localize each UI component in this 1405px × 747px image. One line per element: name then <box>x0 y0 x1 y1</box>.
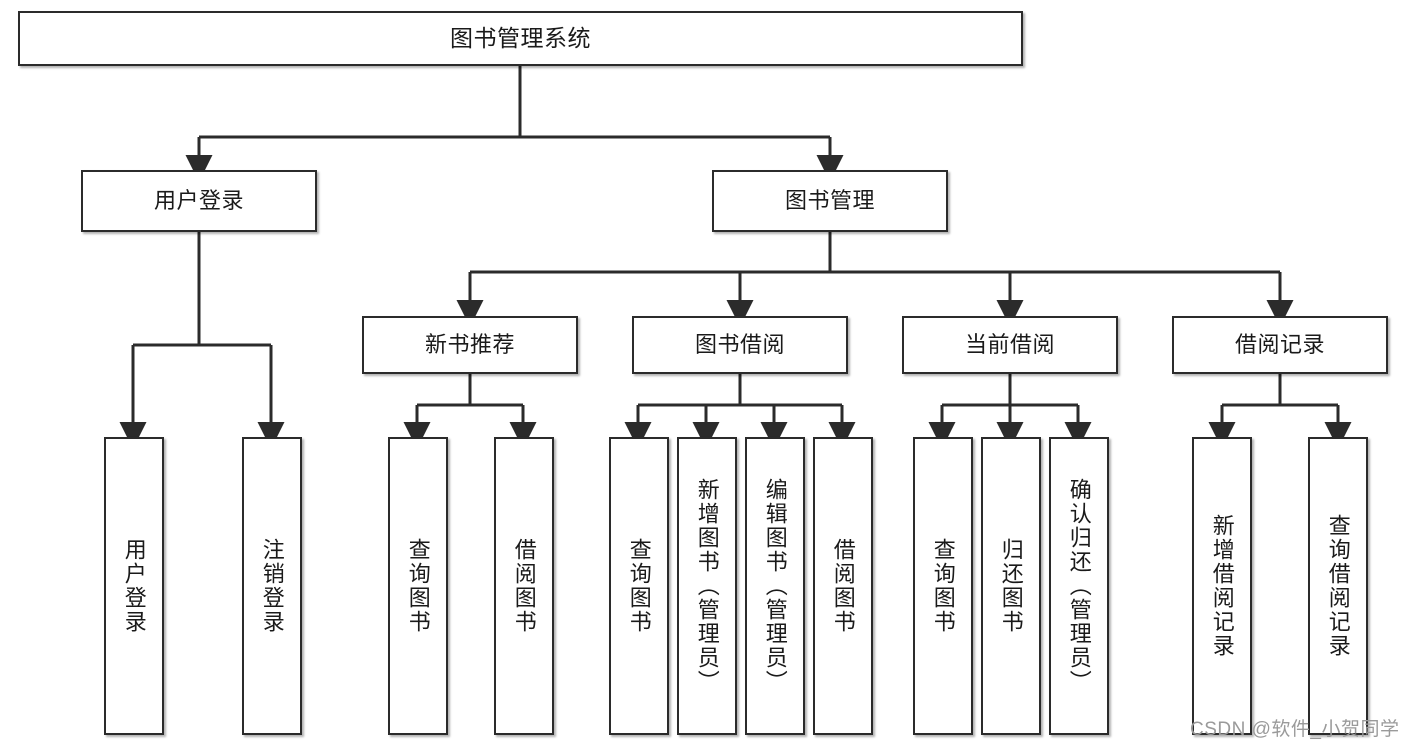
csdn-watermark: CSDN @软件_小贺同学 <box>1190 719 1400 740</box>
node-leaf-user-login[interactable]: 用户登录 <box>104 437 164 735</box>
node-label: 图书管理 <box>784 187 875 213</box>
node-leaf-edit-book[interactable]: 编辑图书（管理员） <box>745 437 805 735</box>
node-leaf-query-book-3[interactable]: 查询图书 <box>913 437 973 735</box>
node-book-management[interactable]: 图书管理 <box>712 170 948 232</box>
node-leaf-add-book[interactable]: 新增图书（管理员） <box>677 437 737 735</box>
node-leaf-borrow-book-1[interactable]: 借阅图书 <box>494 437 554 735</box>
node-book-borrow[interactable]: 图书借阅 <box>632 316 848 374</box>
node-label: 归还图书 <box>998 538 1024 634</box>
node-label: 图书借阅 <box>694 331 785 357</box>
node-label: 新书推荐 <box>424 331 515 357</box>
node-label: 注销登录 <box>259 538 285 634</box>
node-leaf-confirm-return[interactable]: 确认归还（管理员） <box>1049 437 1109 735</box>
node-user-login[interactable]: 用户登录 <box>81 170 317 232</box>
node-label: 查询借阅记录 <box>1325 514 1351 658</box>
node-current-borrow[interactable]: 当前借阅 <box>902 316 1118 374</box>
node-leaf-borrow-book-2[interactable]: 借阅图书 <box>813 437 873 735</box>
node-label: 用户登录 <box>121 538 147 634</box>
node-label: 编辑图书（管理员） <box>762 478 788 694</box>
node-leaf-query-book-1[interactable]: 查询图书 <box>388 437 448 735</box>
node-leaf-add-borrow-record[interactable]: 新增借阅记录 <box>1192 437 1252 735</box>
node-label: 借阅图书 <box>830 538 856 634</box>
node-label: 图书管理系统 <box>450 24 591 51</box>
node-new-book-recommendation[interactable]: 新书推荐 <box>362 316 578 374</box>
node-leaf-query-book-2[interactable]: 查询图书 <box>609 437 669 735</box>
node-label: 查询图书 <box>930 538 956 634</box>
node-label: 借阅记录 <box>1234 331 1325 357</box>
node-borrow-record[interactable]: 借阅记录 <box>1172 316 1388 374</box>
node-label: 用户登录 <box>153 187 244 213</box>
node-leaf-logout-login[interactable]: 注销登录 <box>242 437 302 735</box>
node-label: 新增图书（管理员） <box>694 478 720 694</box>
node-label: 新增借阅记录 <box>1209 514 1235 658</box>
node-leaf-return-book[interactable]: 归还图书 <box>981 437 1041 735</box>
node-label: 查询图书 <box>405 538 431 634</box>
node-label: 当前借阅 <box>964 331 1055 357</box>
node-label: 确认归还（管理员） <box>1066 478 1092 694</box>
node-leaf-query-borrow-record[interactable]: 查询借阅记录 <box>1308 437 1368 735</box>
node-label: 借阅图书 <box>511 538 537 634</box>
node-label: 查询图书 <box>626 538 652 634</box>
node-book-management-system[interactable]: 图书管理系统 <box>18 11 1023 66</box>
